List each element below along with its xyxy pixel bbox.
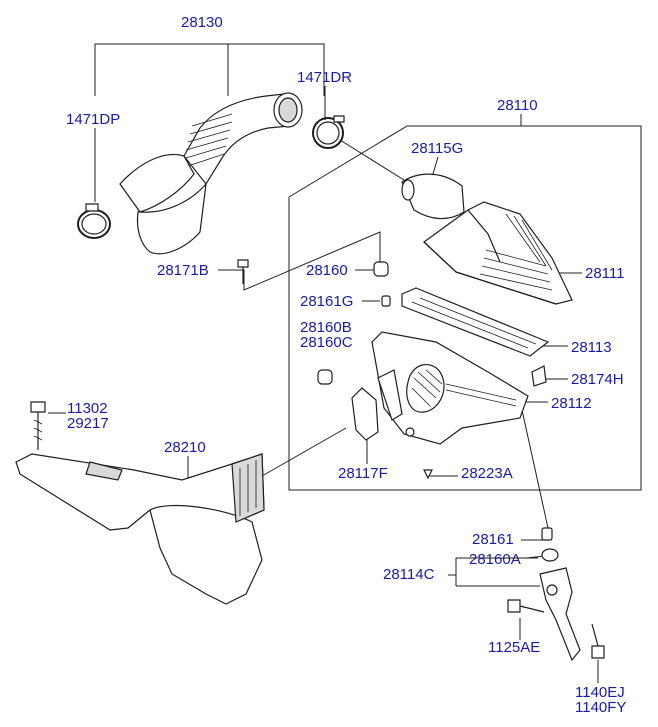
grommet-28160b: [318, 370, 332, 384]
leader-28114c: [448, 557, 538, 576]
label-1471dp[interactable]: 1471DP: [66, 111, 121, 128]
bolt-1125ae: [508, 600, 544, 612]
bolt-11302: [31, 402, 45, 450]
label-1125ae[interactable]: 1125AE: [488, 639, 541, 656]
label-28161g[interactable]: 28161G: [300, 293, 354, 310]
bolt-28171b: [238, 260, 248, 284]
label-11302[interactable]: 11302: [67, 400, 108, 417]
label-28161[interactable]: 28161: [472, 531, 514, 548]
label-28114c[interactable]: 28114C: [383, 566, 435, 583]
air-cleaner-body-28112: [372, 332, 528, 444]
clamp-1471dp: [78, 204, 110, 238]
label-29217[interactable]: 29217: [67, 415, 109, 432]
screw-28223a: [424, 470, 432, 478]
grommet-28160: [374, 262, 388, 276]
leader-28130: [94, 43, 325, 96]
air-filter-28113: [402, 288, 548, 356]
label-28223a[interactable]: 28223A: [461, 465, 513, 482]
clamp-1471dr: [313, 116, 344, 148]
label-1471dr[interactable]: 1471DR: [297, 69, 353, 86]
plug-28161: [542, 528, 552, 540]
label-28160c[interactable]: 28160C: [300, 334, 353, 351]
label-28160b[interactable]: 28160B: [300, 319, 352, 336]
label-28130[interactable]: 28130: [181, 14, 223, 31]
label-28113[interactable]: 28113: [571, 339, 612, 356]
sleeve-28115g: [340, 140, 464, 219]
label-28160[interactable]: 28160: [306, 262, 348, 279]
plug-28161g: [382, 296, 390, 306]
label-28115g[interactable]: 28115G: [411, 140, 464, 157]
leader-28171b: [218, 231, 381, 291]
label-28111[interactable]: 28111: [585, 265, 625, 282]
label-28110[interactable]: 28110: [497, 97, 538, 114]
grommet-28160a: [542, 549, 558, 561]
label-28210[interactable]: 28210: [164, 439, 206, 456]
air-duct-28210: [16, 454, 264, 604]
label-28117f[interactable]: 28117F: [338, 465, 388, 482]
label-28171b[interactable]: 28171B: [157, 262, 209, 279]
label-1140ej[interactable]: 1140EJ: [575, 684, 625, 701]
intake-hose-28130: [120, 93, 302, 254]
air-cleaner-cover-28111: [424, 202, 572, 304]
leader-28210-box: [261, 427, 347, 477]
label-1140fy[interactable]: 1140FY: [575, 699, 627, 716]
leader-28161: [521, 409, 549, 541]
leader-28110-box: [288, 125, 642, 491]
bracket-28114c: [540, 568, 580, 660]
bolt-1140ej: [592, 624, 604, 658]
label-28174h[interactable]: 28174H: [571, 371, 624, 388]
bracket-28174h: [532, 366, 546, 386]
label-28160a[interactable]: 28160A: [469, 551, 521, 568]
label-28112[interactable]: 28112: [551, 395, 592, 412]
seal-28117f: [352, 388, 378, 440]
